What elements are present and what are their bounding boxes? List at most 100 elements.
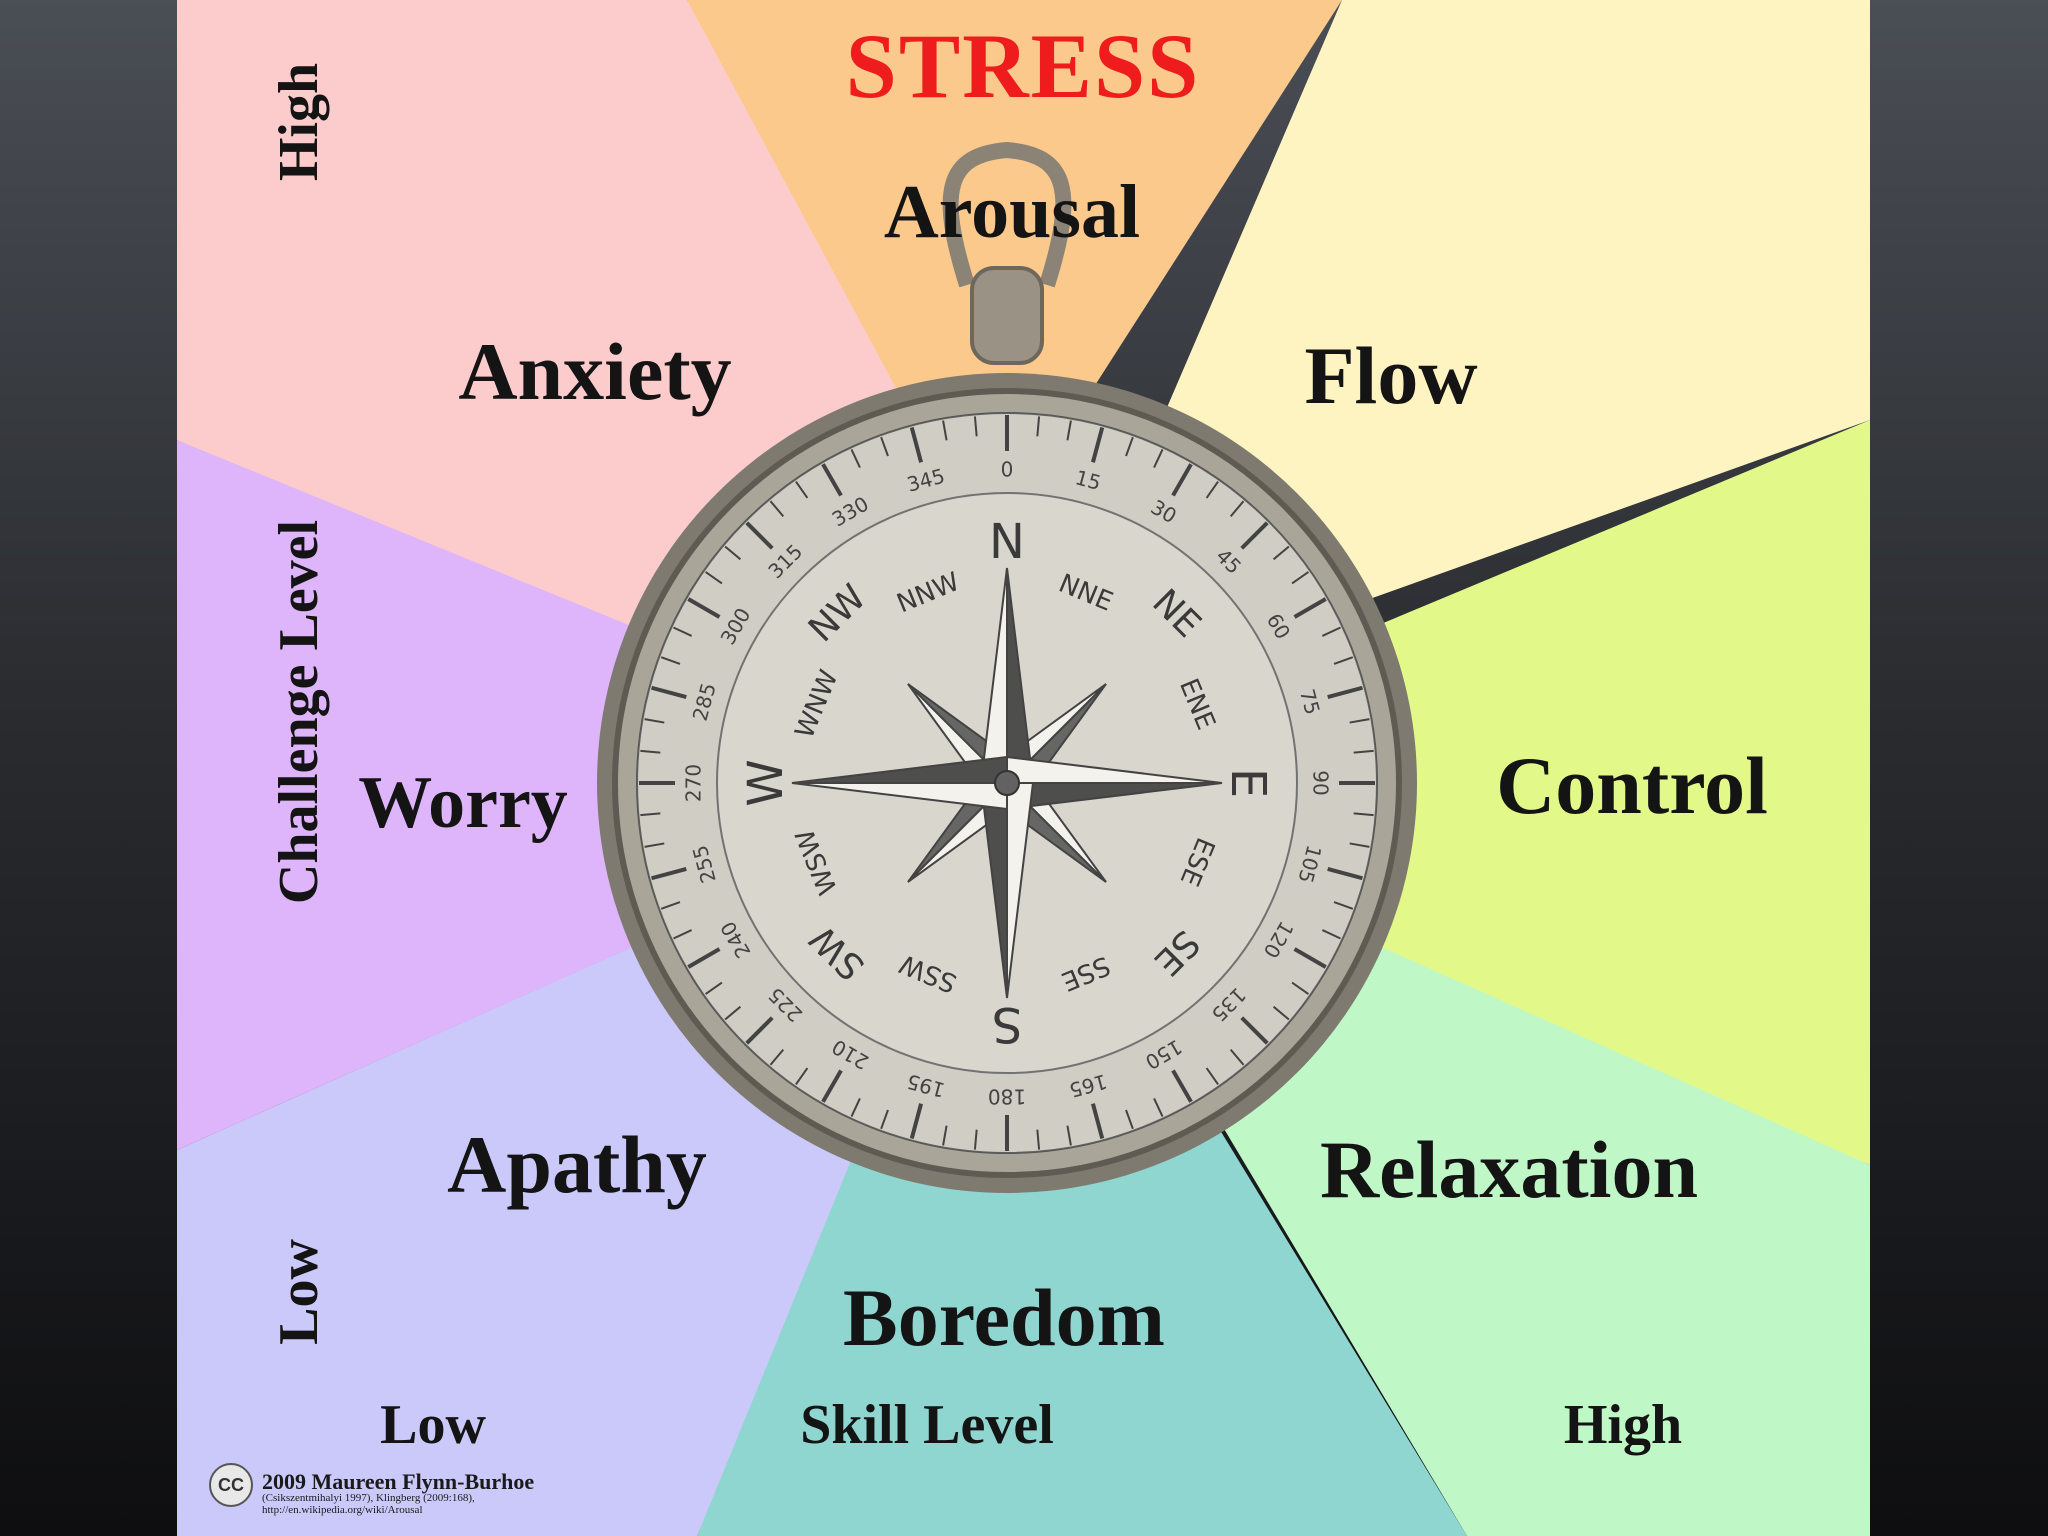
compass-tick: [1293, 947, 1327, 969]
compass-icon: 0153045607590105120135150165180195210225…: [597, 141, 1417, 1193]
compass-tick: [880, 436, 889, 457]
y-axis-title: Challenge Level: [268, 519, 330, 905]
compass-tick: [973, 416, 978, 437]
compass-tick: [1229, 500, 1245, 518]
compass-tick: [1349, 842, 1370, 848]
compass-tick: [1229, 1048, 1245, 1066]
credit-author: 2009 Maureen Flynn-Burhoe: [262, 1469, 535, 1494]
compass-tick: [769, 1048, 785, 1066]
compass-cardinal-label: S: [992, 996, 1022, 1052]
compass-tick: [651, 866, 687, 881]
compass-tick: [795, 1067, 809, 1086]
compass-tick: [1291, 571, 1310, 585]
compass-tick: [704, 571, 723, 585]
compass-tick: [1272, 1005, 1290, 1021]
compass-tick: [1349, 718, 1370, 724]
diagram-canvas: 0153045607590105120135150165180195210225…: [177, 0, 1870, 1536]
compass-tick: [1036, 416, 1041, 437]
compass-tick: [660, 901, 681, 910]
compass-tick: [1090, 427, 1105, 463]
compass-tick: [1240, 1016, 1269, 1045]
compass-tick: [651, 685, 687, 700]
compass-degree-label: 0: [1001, 458, 1014, 482]
compass-tick: [644, 718, 665, 724]
compass-tick: [1333, 901, 1354, 910]
compass-tick: [724, 1005, 742, 1021]
compass-tick: [673, 929, 693, 940]
compass-tick: [745, 521, 774, 550]
compass-crown: [970, 266, 1044, 365]
compass-tick: [1125, 1109, 1134, 1130]
credit-citation: (Csikszentmihalyi 1997), Klingberg (2009…: [262, 1492, 475, 1505]
sector-control: [1007, 420, 1870, 1165]
compass-tick: [1353, 749, 1374, 754]
compass-degree-label: 270: [682, 764, 706, 802]
compass-tick: [724, 545, 742, 561]
compass-tick: [1321, 929, 1341, 940]
compass-cardinal-label: W: [738, 759, 794, 806]
compass-tick: [909, 427, 924, 463]
y-axis-high-label: High: [268, 62, 330, 182]
sector-anxiety: [177, 0, 1007, 780]
compass-tick: [1333, 656, 1354, 665]
compass-tick: [1090, 1103, 1105, 1139]
compass-tick: [1066, 1125, 1072, 1146]
compass-tick: [687, 947, 721, 969]
x-axis-title: Skill Level: [800, 1394, 1054, 1456]
compass-tick: [1066, 420, 1072, 441]
compass-tick: [1153, 449, 1164, 469]
y-axis-low-label: Low: [268, 1239, 330, 1345]
compass-tick: [673, 626, 693, 637]
compass-tick: [942, 1125, 948, 1146]
compass-tick: [942, 420, 948, 441]
compass-tick: [1171, 463, 1193, 497]
compass-tick: [1205, 1067, 1219, 1086]
compass-tick: [644, 842, 665, 848]
compass-tick: [1125, 436, 1134, 457]
diagram-title: STRESS: [845, 15, 1201, 117]
compass-handle: [942, 141, 1072, 288]
credit-url: http://en.wikipedia.org/wiki/Arousal: [262, 1503, 423, 1516]
compass-tick: [687, 597, 721, 619]
compass-glass: [637, 413, 1377, 1153]
compass-tick: [1272, 545, 1290, 561]
compass-tick: [1321, 626, 1341, 637]
compass-degree-label: 90: [1309, 770, 1333, 795]
compass-cardinal-label: E: [1220, 768, 1276, 798]
compass-tick: [1036, 1129, 1041, 1150]
compass-tick: [660, 656, 681, 665]
compass-tick: [850, 1097, 861, 1117]
compass-tick: [640, 812, 661, 817]
credit-block: 2009 Maureen Flynn-Burhoe (Csikszentmiha…: [262, 1470, 534, 1516]
compass-tick: [745, 1016, 774, 1045]
sector-label-control: Control: [1496, 740, 1768, 831]
compass-tick: [850, 449, 861, 469]
sector-label-relaxation: Relaxation: [1319, 1124, 1699, 1215]
compass-tick: [973, 1129, 978, 1150]
compass-tick: [880, 1109, 889, 1130]
compass-tick: [769, 500, 785, 518]
compass-cardinal-label: N: [989, 514, 1025, 570]
compass-degree-label: 180: [988, 1085, 1026, 1109]
sector-label-flow: Flow: [1304, 330, 1478, 421]
compass-tick: [1240, 521, 1269, 550]
compass-tick: [1327, 685, 1363, 700]
compass-tick: [821, 1069, 843, 1103]
sector-label-anxiety: Anxiety: [458, 326, 732, 417]
compass-tick: [1327, 866, 1363, 881]
sector-label-boredom: Boredom: [843, 1272, 1165, 1363]
compass-tick: [1153, 1097, 1164, 1117]
compass-tick: [704, 981, 723, 995]
sector-worry: [177, 440, 1007, 1150]
compass-tick: [640, 749, 661, 754]
model-diagram: 0153045607590105120135150165180195210225…: [177, 0, 1870, 1536]
sector-label-apathy: Apathy: [447, 1119, 707, 1210]
compass-tick: [1205, 480, 1219, 499]
compass-tick: [909, 1103, 924, 1139]
sector-label-arousal: Arousal: [883, 170, 1141, 254]
x-axis-low-label: Low: [380, 1394, 486, 1456]
compass-pivot: [994, 770, 1020, 796]
compass-tick: [1293, 597, 1327, 619]
compass-tick: [1171, 1069, 1193, 1103]
creative-commons-icon: CC: [209, 1463, 253, 1507]
